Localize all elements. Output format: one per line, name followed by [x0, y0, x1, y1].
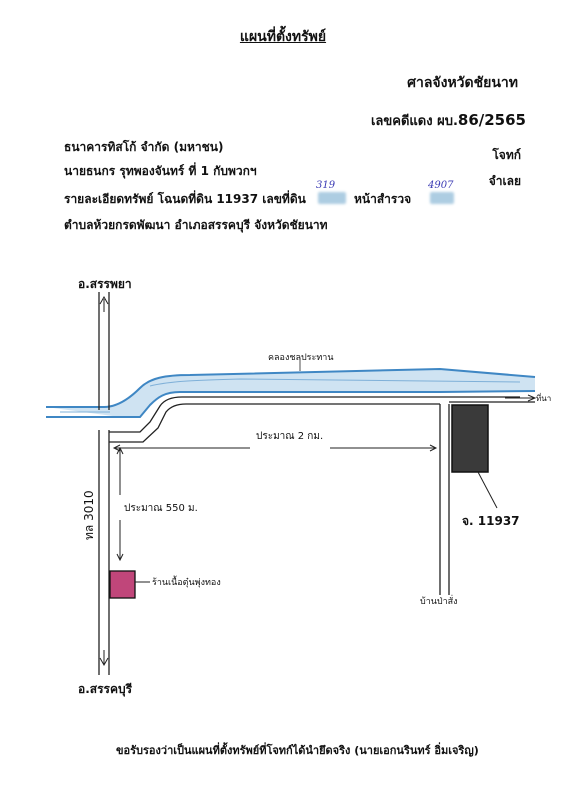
- case-number: เลขคดีแดง ผบ.86/2565: [371, 110, 526, 131]
- distance-east-label: ประมาณ 2 กม.: [256, 431, 324, 442]
- shop-label: ร้านเนื้อตุ๋นพุ่งทอง: [152, 578, 221, 588]
- handwritten-survey-number: 4907: [428, 180, 454, 191]
- distance-south-dimension: [116, 446, 124, 562]
- page-title: แผนที่ตั้งทรัพย์: [239, 29, 327, 45]
- canal-label: คลองชลประทาน: [268, 353, 334, 363]
- case-prefix: เลขคดีแดง ผบ.: [370, 114, 458, 129]
- defendant-role: จำเลย: [488, 174, 521, 188]
- canal: [46, 367, 536, 418]
- court-name: ศาลจังหวัดชัยนาท: [407, 75, 518, 91]
- south-arrow: [99, 650, 109, 667]
- defendant-name: นายธนกร รุทพองจันทร์ ที่ 1 กับพวกฯ: [64, 164, 257, 178]
- parcel-leader-line: [477, 471, 498, 509]
- blurred-land-number: [318, 192, 346, 204]
- handwritten-land-number: 319: [316, 180, 336, 191]
- survey-page-label: หน้าสำรวจ: [354, 192, 412, 206]
- north-destination-label: อ.สรรพยา: [78, 277, 132, 291]
- canal-direction-arrow: [505, 394, 537, 402]
- distance-east-dimension: [112, 444, 438, 452]
- north-arrow: [99, 295, 109, 312]
- east-road: [109, 396, 535, 595]
- road-label: ทล 3010: [82, 490, 96, 540]
- certification-text: ขอรับรองว่าเป็นแผนที่ตั้งทรัพย์ที่โจทก์ไ…: [116, 744, 479, 757]
- village-label: บ้านป่าสั่ง: [420, 597, 458, 607]
- parcel-11937: [451, 404, 489, 473]
- canal-arrow-label: ที่นา: [536, 394, 552, 403]
- parcel-label: จ. 11937: [462, 514, 520, 528]
- south-destination-label: อ.สรรคบุรี: [78, 682, 133, 696]
- property-details: รายละเอียดทรัพย์ โฉนดที่ดิน 11937 เลขที่…: [64, 192, 306, 206]
- location-line: ตำบลห้วยกรดพัฒนา อำเภอสรรคบุรี จังหวัดชั…: [64, 218, 328, 232]
- plaintiff-role: โจทก์: [492, 148, 521, 162]
- case-number-value: 86/2565: [457, 111, 526, 129]
- shop-marker: [109, 570, 136, 599]
- plaintiff-name: ธนาคารทิสโก้ จำกัด (มหาชน): [64, 140, 224, 154]
- distance-south-label: ประมาณ 550 ม.: [124, 503, 198, 514]
- blurred-survey-number: [430, 192, 454, 204]
- highway-3010: [98, 292, 110, 675]
